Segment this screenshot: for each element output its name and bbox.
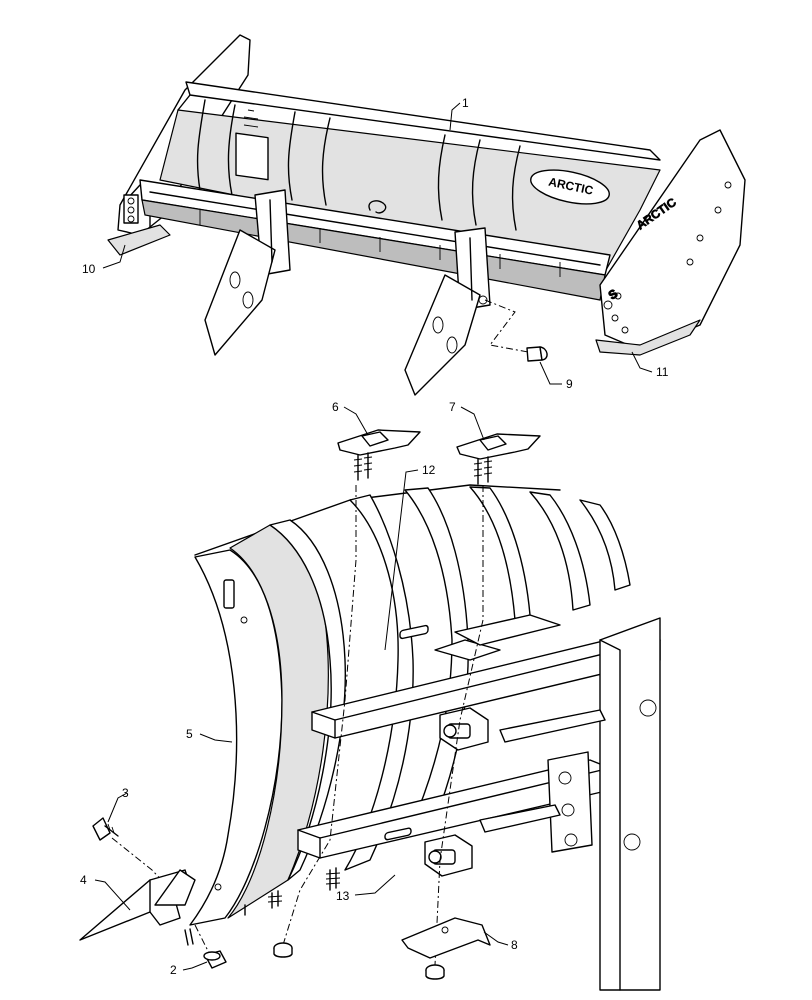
callout-10: 10: [82, 262, 96, 276]
callout-leaders: [94, 102, 653, 971]
callout-11: 11: [656, 365, 669, 379]
clamp-plate-7: [456, 433, 541, 485]
left-shoe: [107, 224, 171, 256]
frame-bolts: [424, 707, 489, 877]
moldboard-ribs: [196, 99, 521, 231]
right-shoe: [595, 319, 701, 356]
bolt-nut-2: [184, 928, 227, 969]
callout-9: 9: [566, 377, 573, 391]
mounting-plate: [479, 617, 661, 991]
callout-8: 8: [511, 938, 518, 952]
cutting-edge-4: [79, 869, 196, 941]
left-mount-bracket: [204, 189, 291, 356]
callout-1: 1: [462, 96, 469, 110]
upper-frame-channel: [311, 614, 661, 739]
warning-decal: [235, 132, 269, 181]
callout-7: 7: [449, 400, 456, 414]
callout-3: 3: [122, 786, 129, 800]
callout-4: 4: [80, 873, 87, 887]
carriage-bolt-9: [526, 346, 548, 362]
callout-2: 2: [170, 963, 177, 977]
clamp-plate-6: [337, 429, 421, 481]
callout-labels: 1 2 3 4 5 6 7 8 9 10 11 12 13: [80, 96, 669, 977]
callout-6: 6: [332, 400, 339, 414]
callout-12: 12: [422, 463, 436, 477]
nut-bottom-right: [425, 964, 445, 980]
right-mount-bracket: [404, 227, 491, 396]
clamp-plate-8: [401, 917, 491, 959]
studs: [244, 867, 341, 916]
closeup-assembly: [79, 429, 661, 991]
callout-5: 5: [186, 727, 193, 741]
nut-bottom-left: [273, 942, 293, 958]
callout-13: 13: [336, 889, 350, 903]
plow-bolt-3: [92, 817, 119, 841]
pusher-assembly: ARCTIC ARCTIC S: [107, 34, 746, 396]
arctic-logo: [530, 169, 610, 205]
